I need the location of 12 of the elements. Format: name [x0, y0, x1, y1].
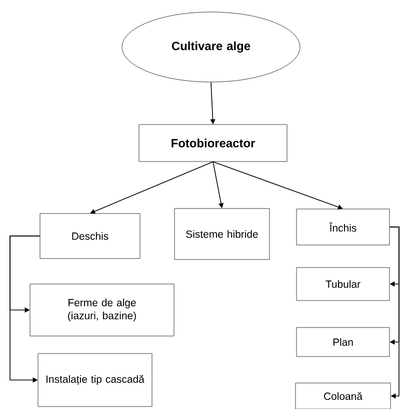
process-box: Sisteme hibride [174, 208, 270, 260]
arrow [389, 226, 400, 399]
process-box: Deschis [40, 213, 140, 259]
ellipse-node: Cultivare alge [122, 12, 300, 82]
process-box: Coloană [295, 382, 391, 409]
process-box: Instalație tip cascadă [38, 353, 152, 407]
process-box: Plan [296, 327, 390, 357]
process-box: Ferme de alge (iazuri, bazine) [30, 284, 174, 336]
process-box: Tubular [296, 267, 390, 301]
process-box: Fotobioreactor [138, 124, 288, 162]
arrow [90, 161, 214, 214]
process-box: Închis [296, 208, 390, 246]
